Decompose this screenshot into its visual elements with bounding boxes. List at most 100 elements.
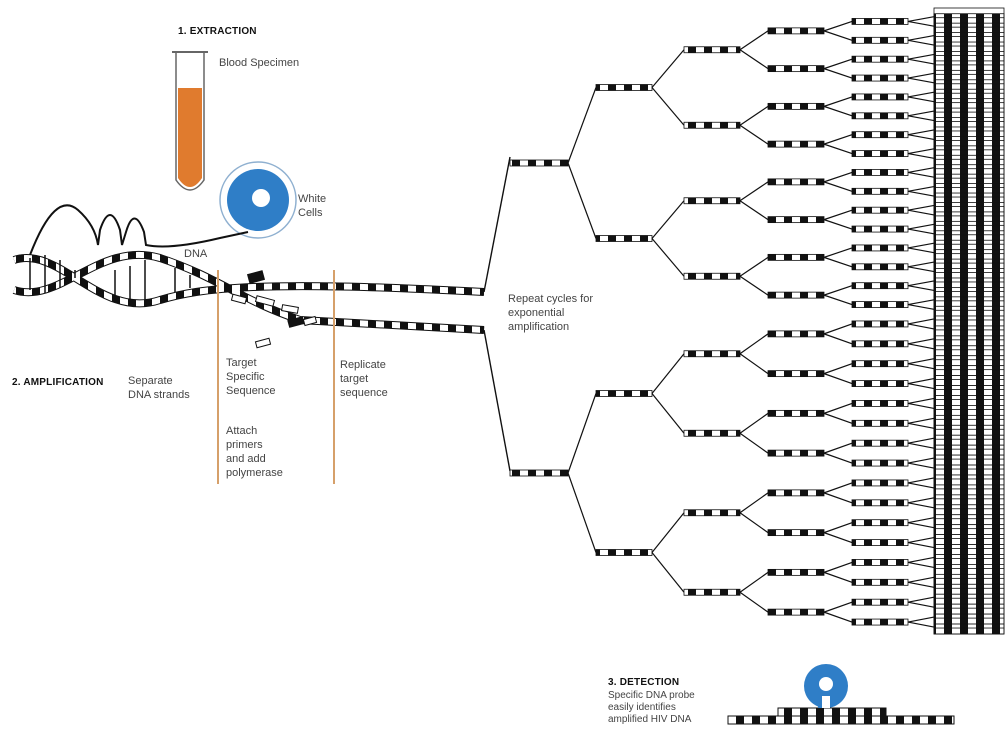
white-cell [219, 161, 297, 239]
tree-segment-l4 [851, 598, 909, 606]
tree-segment-l1 [595, 549, 653, 556]
tree-segment-l3 [767, 568, 825, 576]
test-tube [172, 51, 208, 191]
tree-segment-l4 [851, 320, 909, 328]
tree-segment-l2 [683, 46, 741, 54]
tree-segment-l2 [683, 272, 741, 280]
tree-segment-l4 [851, 187, 909, 195]
tree-segment-l3 [767, 140, 825, 148]
tree-segment-l3 [767, 102, 825, 110]
white-cells-label: White Cells [298, 193, 327, 219]
detection-probe [727, 664, 955, 725]
replicate-label: Replicate target sequence [340, 359, 388, 399]
tree-segment-l5 [933, 558, 1005, 565]
amplification-heading: 2. AMPLIFICATION [12, 377, 104, 388]
tree-segment-l4 [851, 618, 909, 626]
tree-segment-l4 [851, 206, 909, 214]
tree-segment-l5 [933, 428, 1005, 436]
tree-segment-l4 [851, 340, 909, 348]
tree-segment-l4 [851, 400, 909, 407]
tree-segment-l5 [933, 399, 1005, 406]
detection-description: Specific DNA probe easily identifies amp… [608, 690, 695, 725]
tree-segment-l5 [933, 309, 1005, 317]
tree-segment-l4 [851, 169, 909, 176]
tree-segment-l5 [933, 448, 1005, 456]
tree-segment-l5 [933, 528, 1005, 536]
tree-segment-l5 [933, 488, 1005, 496]
tree-segment-l5 [933, 349, 1005, 357]
tree-segment-l5 [933, 418, 1005, 426]
tree-segment-l4 [851, 419, 909, 427]
tree-segment-l0 [509, 469, 569, 477]
tree-segment-l5 [933, 379, 1005, 386]
tree-segment-l5 [933, 568, 1005, 575]
tree-segment-l4 [851, 539, 909, 546]
tree-segment-l5 [933, 577, 1005, 585]
tree-segment-l4 [851, 499, 909, 507]
tree-segment-l5 [933, 329, 1005, 337]
tree-segment-l5 [933, 339, 1005, 347]
tree-segment-l5 [933, 617, 1005, 625]
tree-segment-l4 [851, 74, 909, 82]
tree-segment-l4 [851, 459, 909, 467]
tree-segment-l4 [851, 263, 909, 271]
tree-segment-l4 [851, 439, 909, 447]
tree-segment-l3 [767, 409, 825, 417]
tree-segment-l4 [851, 18, 909, 25]
tree-segment-l5 [933, 538, 1005, 545]
tree-segment-l4 [851, 93, 909, 101]
tree-segment-l5 [933, 508, 1005, 516]
tree-segment-l5 [933, 319, 1005, 327]
tree-segment-l5 [933, 468, 1005, 476]
tree-segment-l4 [851, 578, 909, 586]
tree-segment-l5 [933, 369, 1005, 377]
tree-segment-l3 [767, 489, 825, 497]
tree-segment-l2 [683, 588, 741, 596]
tree-segment-l3 [767, 27, 825, 35]
attach-label: Attach primers and add polymerase [226, 425, 283, 479]
tree-segment-l5 [933, 478, 1005, 486]
tree-segment-l1 [595, 84, 653, 91]
tree-segment-l5 [933, 438, 1005, 446]
tree-segment-l2 [683, 121, 741, 129]
tree-segment-l2 [683, 509, 741, 517]
tree-segment-l2 [683, 197, 741, 205]
tree-segment-l4 [851, 380, 909, 387]
tree-segment-l4 [851, 519, 909, 527]
amplification-tree [483, 7, 1005, 635]
tree-segment-l3 [767, 253, 825, 261]
tree-segment-l3 [767, 449, 825, 457]
tree-segment-l4 [851, 55, 909, 63]
tree-segment-l5 [933, 518, 1005, 526]
extraction-heading: 1. EXTRACTION [178, 26, 257, 37]
tree-segment-l2 [683, 429, 741, 437]
tree-segment-l4 [851, 559, 909, 566]
tree-segment-l3 [767, 529, 825, 537]
tree-segment-l5 [933, 409, 1005, 416]
tree-segment-l5 [933, 359, 1005, 367]
double-helix [12, 250, 485, 349]
tree-segment-l5 [933, 548, 1005, 555]
tree-segment-l3 [767, 608, 825, 616]
tree-segment-l4 [851, 225, 909, 233]
tree-segment-l3 [767, 291, 825, 299]
tree-segment-l5 [933, 498, 1005, 506]
tree-segment-l5 [933, 389, 1005, 396]
tree-segment-l3 [767, 178, 825, 186]
separate-label: Separate DNA strands [128, 375, 190, 401]
tree-segment-l4 [851, 282, 909, 290]
detection-heading: 3. DETECTION [608, 677, 680, 688]
tree-segment-l4 [851, 360, 909, 368]
tree-segment-l3 [767, 216, 825, 224]
tree-segment-l5 [933, 597, 1005, 605]
tree-segment-l5 [933, 627, 1005, 635]
tree-segment-l4 [851, 301, 909, 308]
tree-segment-l3 [767, 370, 825, 378]
tree-segment-l4 [851, 479, 909, 487]
tree-segment-l5 [933, 458, 1005, 466]
target-label: Target Specific Sequence [226, 357, 276, 397]
tree-segment-l5 [933, 587, 1005, 595]
tree-segment-l1 [595, 390, 653, 397]
blood-specimen-label: Blood Specimen [219, 57, 300, 69]
